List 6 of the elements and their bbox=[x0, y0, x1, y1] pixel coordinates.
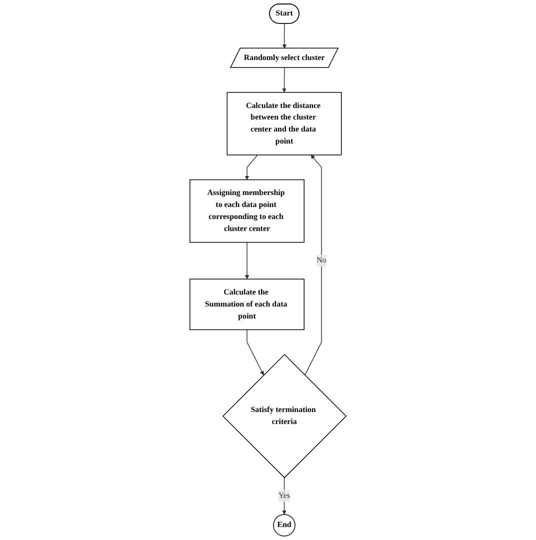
arrow bbox=[244, 154, 258, 180]
arrow bbox=[282, 67, 286, 93]
arrow bbox=[244, 242, 250, 280]
arrow bbox=[304, 154, 322, 376]
arrow bbox=[282, 23, 287, 49]
arrow bbox=[246, 329, 264, 376]
